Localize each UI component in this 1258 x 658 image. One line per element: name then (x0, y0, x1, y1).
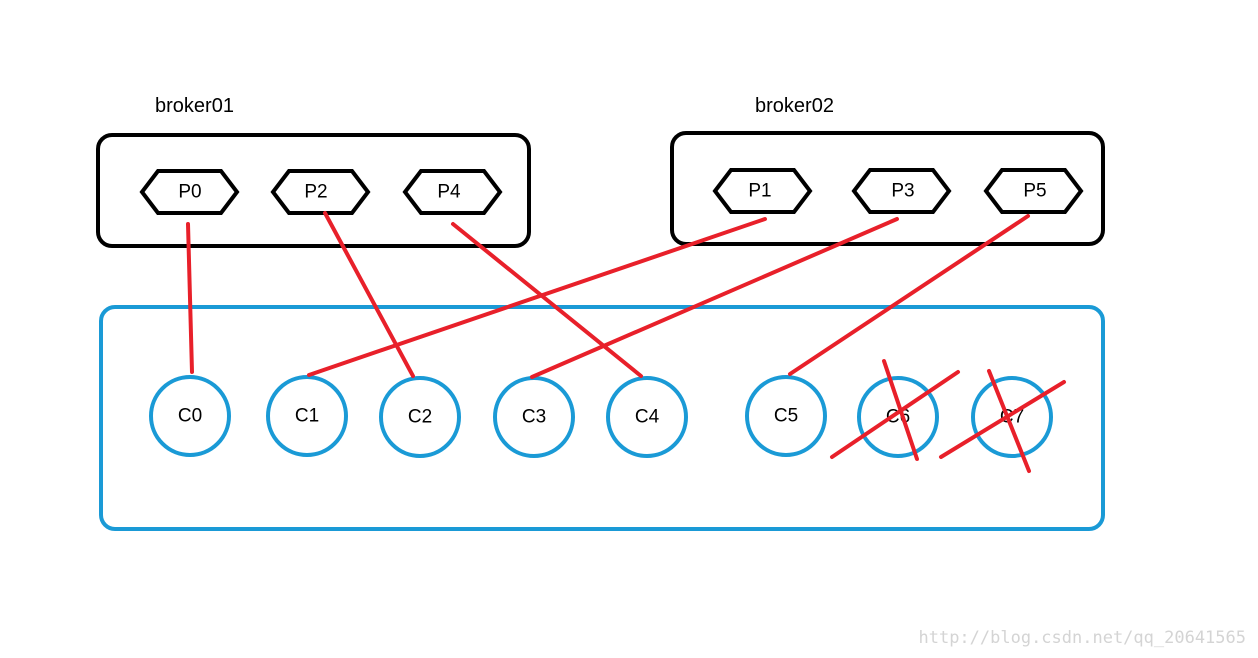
consumer-label-c5: C5 (774, 406, 798, 427)
consumer-node-c7: C7 (971, 376, 1053, 458)
assignment-line-p0-c0 (186, 222, 194, 374)
idle-cross-c6-stroke-b (882, 359, 919, 461)
consumer-label-c4: C4 (635, 407, 660, 428)
consumer-node-c5: C5 (745, 375, 827, 457)
consumer-label-c1: C1 (295, 406, 319, 427)
consumer-node-c0: C0 (149, 375, 231, 457)
idle-cross-c7-stroke-a (939, 380, 1066, 459)
assignment-line-p5-c5 (788, 214, 1030, 376)
partition-label-p5: P5 (1023, 181, 1046, 202)
broker-box-broker02 (670, 131, 1105, 246)
assignment-line-p2-c2 (323, 211, 415, 378)
partition-label-p0: P0 (178, 182, 201, 203)
idle-cross-c6-stroke-a (830, 370, 960, 459)
partition-label-p3: P3 (891, 181, 914, 202)
consumer-node-c2: C2 (379, 376, 461, 458)
assignment-line-p1-c1 (307, 217, 767, 377)
consumer-node-c6: C6 (857, 376, 939, 458)
consumer-node-c4: C4 (606, 376, 688, 458)
broker-label-broker02: broker02 (755, 95, 834, 117)
watermark-text: http://blog.csdn.net/qq_20641565 (918, 628, 1246, 648)
consumer-label-c0: C0 (178, 406, 202, 427)
broker-label-broker01: broker01 (155, 95, 234, 117)
partition-label-p4: P4 (437, 182, 461, 203)
consumer-label-c3: C3 (522, 407, 546, 428)
consumer-label-c2: C2 (408, 407, 432, 428)
partition-label-p1: P1 (748, 181, 771, 202)
idle-cross-c7-stroke-b (987, 369, 1031, 473)
partition-label-p2: P2 (304, 182, 327, 203)
partition-node-p2: P2 (270, 169, 371, 215)
assignment-line-p3-c3 (530, 217, 899, 379)
consumer-group-box (99, 305, 1105, 531)
partition-node-p5: P5 (983, 168, 1084, 214)
partition-node-p4: P4 (402, 169, 503, 215)
broker-box-broker01 (96, 133, 531, 248)
partition-node-p3: P3 (851, 168, 952, 214)
partition-node-p0: P0 (139, 169, 240, 215)
assignment-line-p4-c4 (451, 222, 643, 378)
consumer-node-c1: C1 (266, 375, 348, 457)
partition-node-p1: P1 (712, 168, 813, 214)
consumer-node-c3: C3 (493, 376, 575, 458)
